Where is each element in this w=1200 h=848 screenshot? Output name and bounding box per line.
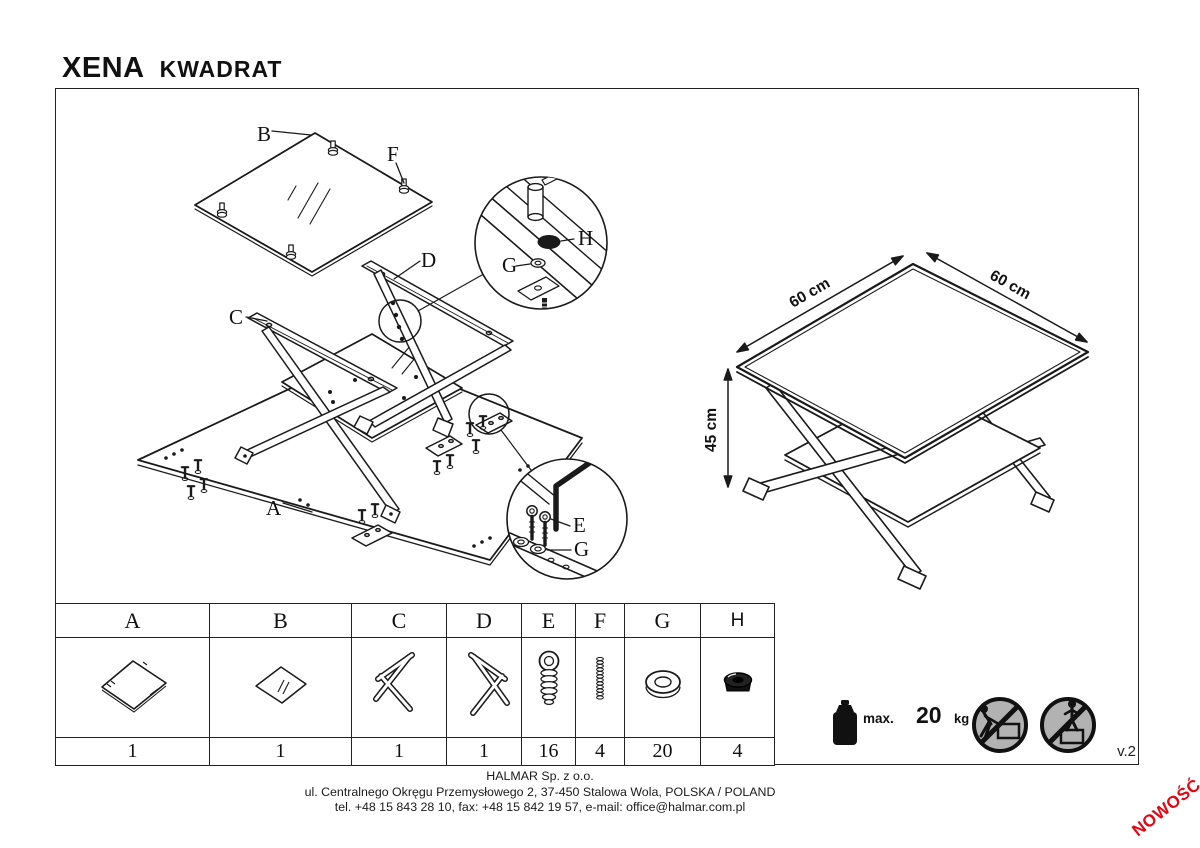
frame-c-icon [373,652,415,712]
warning-icons [970,693,1098,757]
header-c: C [351,603,447,638]
depth-dimension: 60 cm [987,267,1034,303]
label-a: A [266,496,282,520]
qty-b: 1 [209,737,352,766]
header-d: D [446,603,522,638]
header-g: G [624,603,701,638]
label-c: C [229,305,243,329]
detail-circle-bottom [468,393,628,580]
header-e: E [521,603,576,638]
dimension-lines [723,248,1090,488]
qty-h: 4 [700,737,775,766]
cross-frame-d [353,260,514,438]
header-h: H [700,603,775,638]
model-name: XENA [62,52,145,84]
label-e: E [573,513,586,537]
footer-address: ul. Centralnego Okręgu Przemysłowego 2, … [304,784,776,799]
header-a: A [55,603,210,638]
qty-e: 16 [521,737,576,766]
glass-top-b [194,132,433,277]
width-dimension: 60 cm [786,275,833,312]
diagram-scene: B F D C A H G E G [137,122,1090,590]
detail-circle-top [378,176,608,343]
label-g-bottom: G [574,537,589,561]
panel-a-icon [100,660,167,713]
header-b: B [209,603,352,638]
height-dimension: 45 cm [703,408,720,452]
qty-a: 1 [55,737,210,766]
no-standing-icon [1040,697,1096,753]
label-d: D [421,248,436,272]
exploded-view-diagram [137,130,628,580]
weight-icon [833,700,857,745]
label-f: F [387,142,399,166]
stud-f-icon [596,656,604,700]
label-b: B [257,122,271,146]
assembled-view-diagram [723,248,1090,590]
max-load-value: 20 [916,702,942,728]
label-leader-lines [245,130,421,513]
qty-f: 4 [575,737,625,766]
parts-table-icon-row [55,637,775,738]
no-climbing-icon [972,697,1028,753]
nut-h-icon [723,672,752,692]
label-h: H [578,226,593,250]
page-title: XENA KWADRAT [62,52,282,85]
qty-d: 1 [446,737,522,766]
header-f: F [575,603,625,638]
cross-frame-c [234,312,401,524]
new-product-badge: NOWOŚĆ [1128,775,1200,841]
version-label: v.2 [1117,743,1136,760]
footer-company: HALMAR Sp. z o.o. [486,769,594,783]
frame-d-icon [468,652,510,716]
washer-g-icon [644,670,681,699]
parts-table-header-row: A B C D E F G H [55,603,775,638]
glass-b-icon [254,666,307,704]
max-load-prefix: max. [863,711,894,726]
footer: HALMAR Sp. z o.o. ul. Centralnego Okręgu… [0,769,1080,816]
footer-contact: tel. +48 15 843 28 10, fax: +48 15 842 1… [334,800,746,815]
parts-table: A B C D E F G H [55,603,775,766]
variant-name: KWADRAT [159,56,283,82]
label-g-top: G [502,253,517,277]
fastener-clusters [180,412,513,547]
max-load-unit: kg [954,711,970,726]
exploded-part-labels: B F D C A H G E G [229,122,593,561]
qty-c: 1 [351,737,447,766]
parts-table-qty-row: 1 1 1 1 16 4 20 4 [55,737,775,766]
qty-g: 20 [624,737,701,766]
screw-e-icon [538,650,559,706]
